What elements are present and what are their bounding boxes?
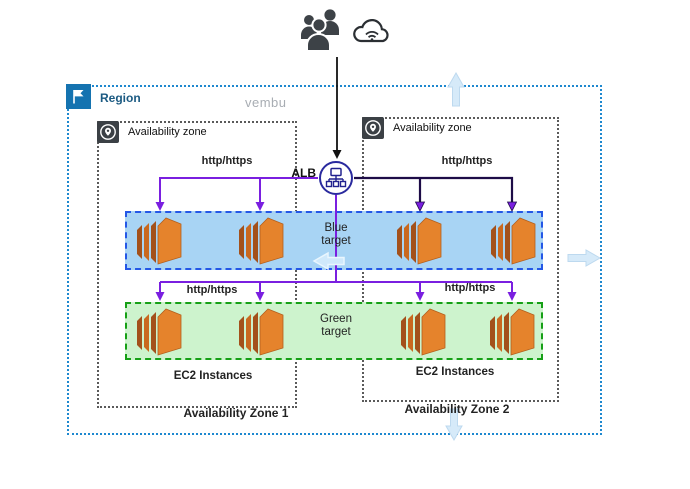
load-balancer-icon <box>325 167 347 188</box>
http-label-blue-right: http/https <box>441 155 493 167</box>
watermark-text: vembu <box>245 95 287 110</box>
blue-target-label: Blue target <box>321 222 351 247</box>
users-group-icon <box>301 9 339 52</box>
http-label-green-left: http/https <box>186 284 238 296</box>
ec2-instance-icon <box>401 308 446 356</box>
availability-zone-pin-icon <box>362 117 384 139</box>
region-label: Region <box>100 91 141 105</box>
ec2-instance-icon <box>239 217 284 265</box>
az1-name-label: Availability Zone 1 <box>183 406 289 420</box>
az1-header-label: Availability zone <box>128 126 207 138</box>
region-flag-icon <box>66 84 91 109</box>
ec2-instance-icon <box>137 308 182 356</box>
internet-cloud-wifi-icon <box>353 19 389 43</box>
az2-header-label: Availability zone <box>393 122 472 134</box>
green-target-label: Green target <box>320 313 352 338</box>
alb-node <box>319 161 353 195</box>
ec2-instance-icon <box>491 217 536 265</box>
green-target-group-band <box>125 302 543 360</box>
az1-ec2-instances-label: EC2 Instances <box>173 370 253 382</box>
http-label-green-right: http/https <box>444 282 496 294</box>
alb-label: ALB <box>291 166 316 180</box>
az2-name-label: Availability Zone 2 <box>404 402 510 416</box>
ec2-instance-icon <box>490 308 535 356</box>
http-label-blue-left: http/https <box>201 155 253 167</box>
availability-zone-pin-icon <box>97 121 119 143</box>
ec2-instance-icon <box>239 308 284 356</box>
az2-ec2-instances-label: EC2 Instances <box>415 366 495 378</box>
ec2-instance-icon <box>397 217 442 265</box>
ec2-instance-icon <box>137 217 182 265</box>
